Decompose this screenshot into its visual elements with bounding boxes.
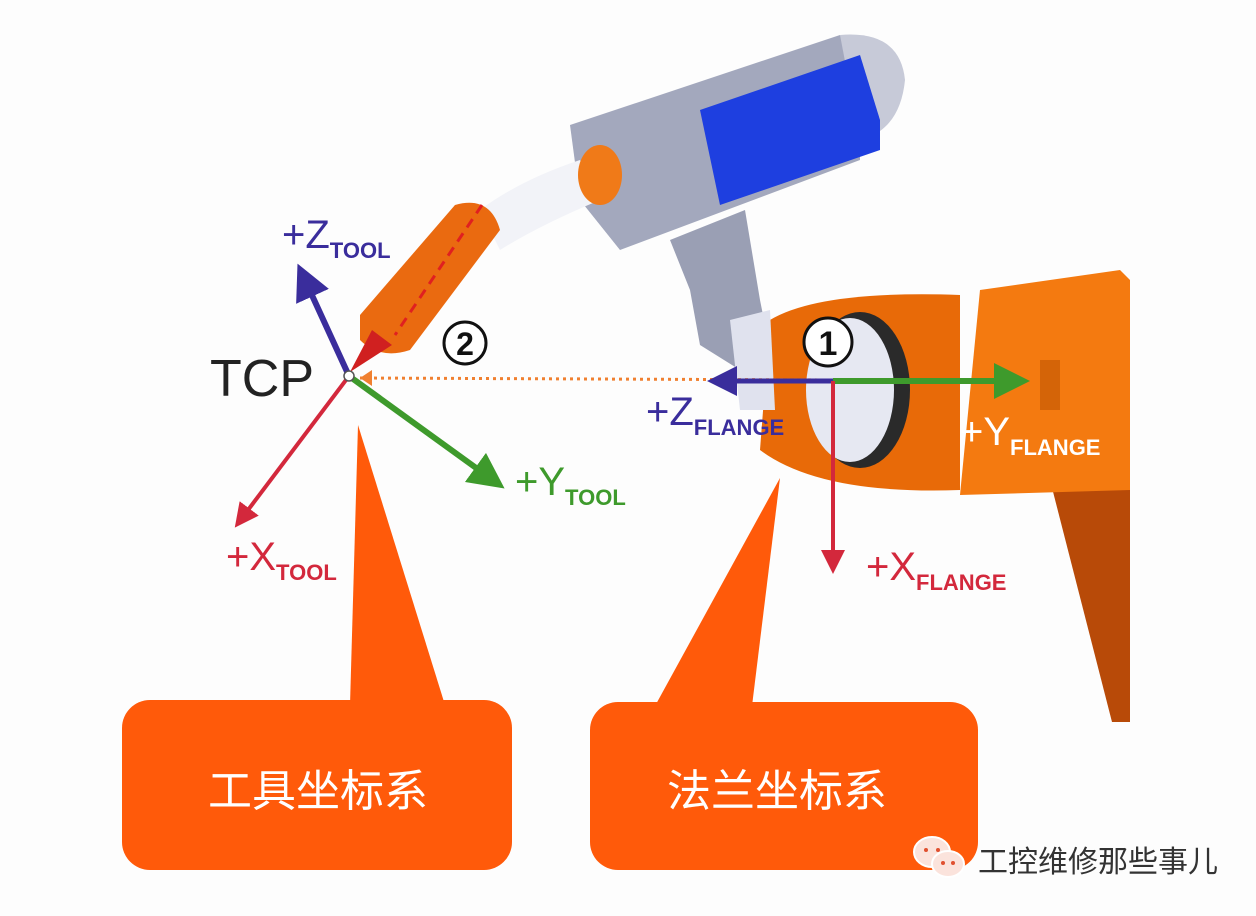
marker-1: 1: [802, 316, 854, 368]
marker-2: 2: [442, 320, 488, 366]
tcp-point: [343, 370, 355, 382]
watermark-text: 工控维修那些事儿: [978, 845, 1218, 880]
y-flange-label: +YFLANGE: [960, 410, 1101, 460]
z-flange-label: +ZFLANGE: [646, 390, 784, 440]
x-tool-axis-arrow: [234, 374, 351, 528]
callout-flange-coordinate-system: 法兰坐标系: [590, 478, 978, 870]
marker-1-label: 1: [819, 325, 838, 363]
callout-tool-text: 工具坐标系: [208, 766, 428, 817]
x-flange-label: +XFLANGE: [866, 545, 1007, 595]
callout-tool-coordinate-system: 工具坐标系: [122, 425, 512, 870]
tool-orange-marker: [360, 370, 372, 386]
y-tool-label: +YTOOL: [515, 460, 626, 510]
y-tool-axis-arrow: [347, 373, 505, 489]
z-tool-axis-arrow: [296, 263, 352, 378]
wechat-icon: [913, 836, 965, 878]
z-tool-label: +ZTOOL: [282, 213, 391, 263]
tcp-flange-link-line: [359, 376, 831, 382]
x-tool-label: +XTOOL: [226, 535, 337, 585]
callout-flange-text: 法兰坐标系: [667, 766, 887, 817]
welding-gun: [350, 34, 905, 410]
tcp-label: TCP: [210, 350, 314, 408]
marker-2-label: 2: [456, 326, 474, 362]
